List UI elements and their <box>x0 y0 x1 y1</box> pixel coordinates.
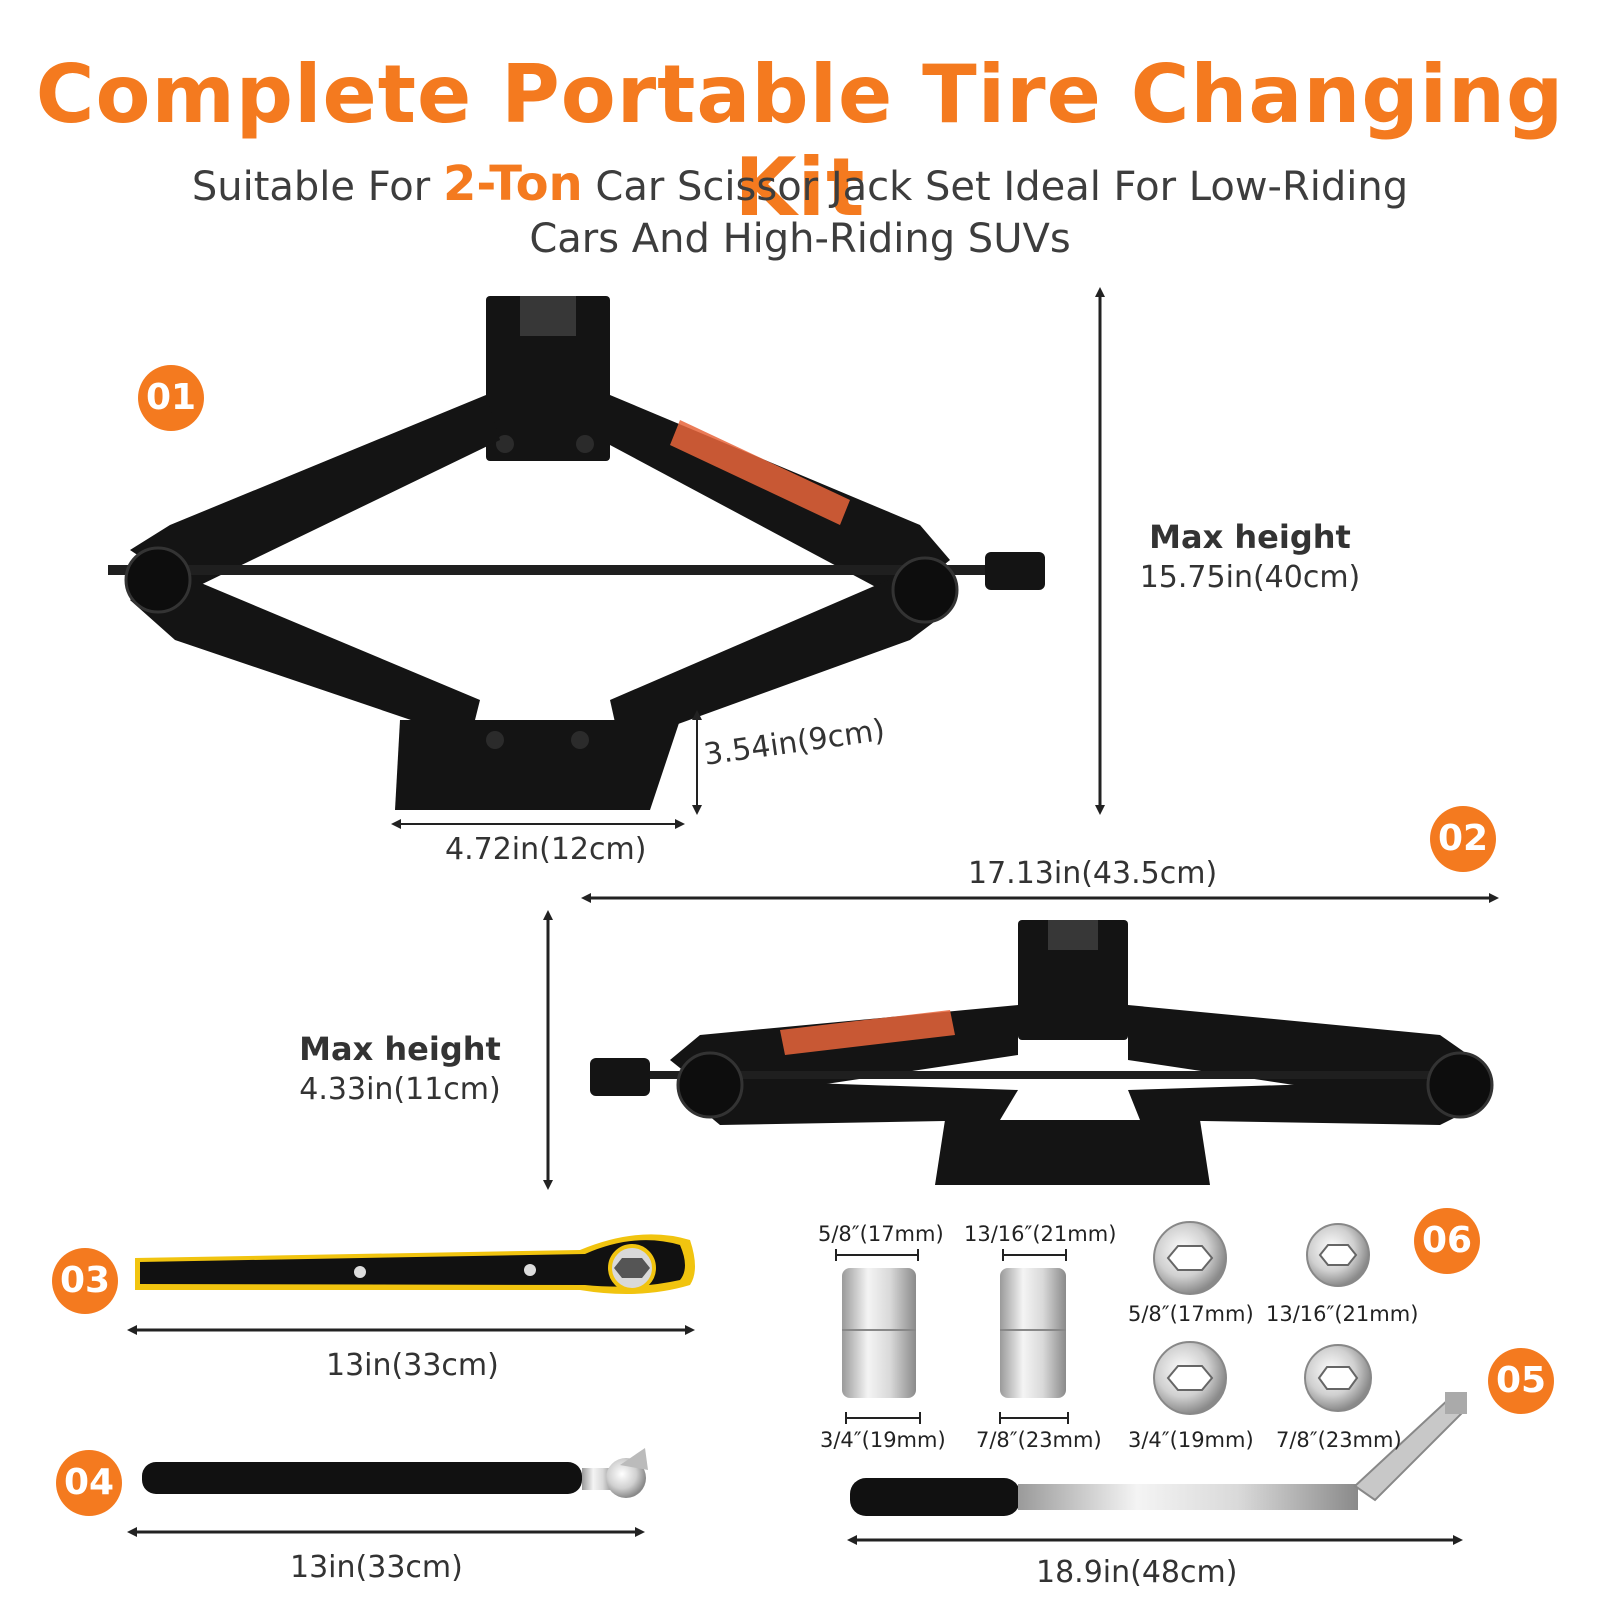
badge-05: 05 <box>1488 1348 1554 1414</box>
socket-top-label-23: 7/8″(23mm) <box>1276 1428 1402 1452</box>
socket-side-bottom-label-23: 7/8″(23mm) <box>976 1428 1102 1452</box>
socket-top-19 <box>1153 1341 1227 1415</box>
subtitle-prefix: Suitable For <box>191 164 443 210</box>
socket-top-label-19: 3/4″(19mm) <box>1128 1428 1254 1452</box>
max-height-value-lowered: 4.33in(11cm) <box>299 1072 501 1107</box>
max-height-value-raised: 15.75in(40cm) <box>1139 560 1361 595</box>
lug-wrench-length-label: 18.9in(48cm) <box>1036 1555 1238 1590</box>
subtitle-line2: Cars And High-Riding SUVs <box>529 216 1071 262</box>
extension-bar <box>142 1448 648 1498</box>
badge-03: 03 <box>52 1248 118 1314</box>
subtitle-highlight: 2-Ton <box>442 156 583 212</box>
lug-wrench <box>850 1392 1467 1516</box>
socket-top-label-21: 13/16″(21mm) <box>1266 1302 1419 1326</box>
badge-02: 02 <box>1430 806 1496 872</box>
socket-top-23 <box>1304 1344 1372 1412</box>
socket-side-17-19 <box>835 1249 921 1424</box>
socket-side-top-label-21: 13/16″(21mm) <box>964 1222 1117 1246</box>
scissor-jack-lowered <box>590 920 1494 1185</box>
socket-side-bottom-label-19: 3/4″(19mm) <box>820 1428 946 1452</box>
max-height-label-raised: Max height <box>1149 518 1351 556</box>
length-label-lowered: 17.13in(43.5cm) <box>968 856 1218 891</box>
badge-01: 01 <box>138 365 204 431</box>
badge-06: 06 <box>1414 1208 1480 1274</box>
bar-length-label: 13in(33cm) <box>290 1550 463 1585</box>
socket-side-21-23 <box>999 1249 1069 1424</box>
scissor-jack-raised <box>108 296 1045 810</box>
socket-top-21 <box>1306 1223 1370 1287</box>
ratchet-wrench <box>135 1234 695 1294</box>
page-title: Complete Portable Tire Changing Kit <box>35 48 1565 234</box>
socket-top-label-17: 5/8″(17mm) <box>1128 1302 1254 1326</box>
max-height-label-lowered: Max height <box>299 1030 501 1068</box>
socket-side-top-label-17: 5/8″(17mm) <box>818 1222 944 1246</box>
badge-04: 04 <box>56 1450 122 1516</box>
base-width-label: 4.72in(12cm) <box>445 832 647 867</box>
subtitle-suffix: Car Scissor Jack Set Ideal For Low-Ridin… <box>582 164 1409 210</box>
page-subtitle: Suitable For 2-Ton Car Scissor Jack Set … <box>150 158 1450 265</box>
wrench-length-label: 13in(33cm) <box>326 1348 499 1383</box>
socket-top-17 <box>1153 1221 1227 1295</box>
